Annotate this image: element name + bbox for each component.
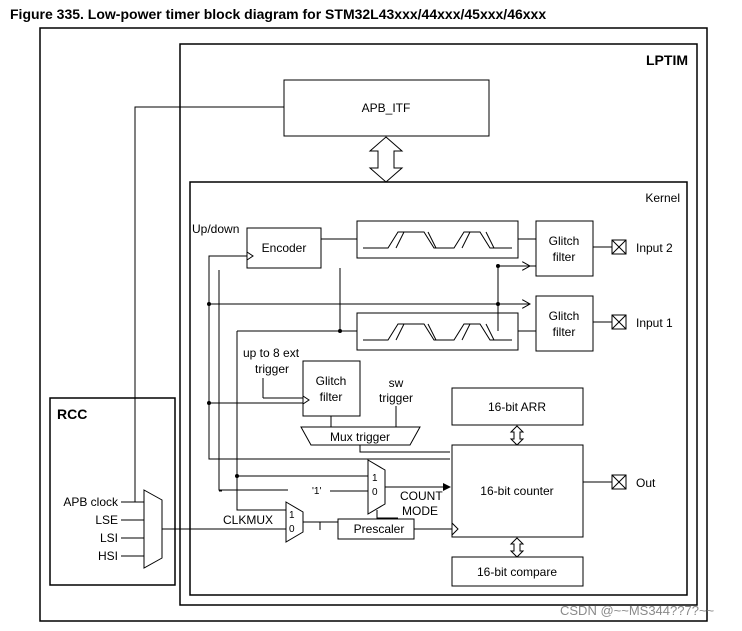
counter-label: 16-bit counter [480,484,553,498]
apb-itf-label: APB_ITF [362,101,411,115]
count-mux-in0: 0 [372,487,378,498]
rcc-clock-wires [121,501,144,557]
rcc-clock-mux [143,489,163,569]
lptim-frame [179,43,698,606]
figure-title: Figure 335. Low-power timer block diagra… [10,6,547,22]
glitch-filter-input2-line2: filter [553,250,576,264]
prescaler-label: Prescaler [354,522,405,536]
sw-trigger-line1: sw [389,376,404,390]
ext-trigger-line1: up to 8 ext [243,346,300,360]
glitch-filter-input1-line2: filter [553,325,576,339]
count-mode-mux [367,459,386,515]
glitch-filter-trigger-line1: Glitch [316,374,347,388]
clkmux-label: CLKMUX [223,513,273,527]
edge-detector-input1-waveform [363,323,512,341]
rcc-clock-lse: LSE [95,513,118,527]
count-mode-line1: COUNT [400,489,443,503]
glitch-filter-input2 [535,220,594,277]
sw-trigger-line2: trigger [379,391,413,405]
input2-label: Input 2 [636,241,673,255]
edge-detector-input1 [356,312,519,351]
count-mode-line2: MODE [402,504,438,518]
edge-detector-input2 [356,220,519,259]
count-mux-in1: 1 [372,473,378,484]
apb-clock-wire [134,106,284,502]
arr-counter-arrow [509,425,525,446]
out-label: Out [636,476,656,490]
glitch-filter-trigger-line2: filter [320,390,343,404]
clkmux [285,501,304,543]
rcc-frame [49,397,176,586]
glitch-filter-input2-line1: Glitch [549,234,580,248]
junction-dots [207,264,500,478]
kernel-label: Kernel [645,191,680,205]
glitch-filter-input1-line1: Glitch [549,309,580,323]
input-path-wires [208,238,536,511]
bus-double-arrow [368,136,404,183]
input1-label: Input 1 [636,316,673,330]
compare-block [451,556,584,587]
encoder-clock-wedge [246,251,254,261]
up-down-label: Up/down [192,222,239,236]
rcc-clock-hsi: HSI [98,549,118,563]
counter-block [451,444,584,538]
arr-block [451,387,584,426]
glitch-filter-input1 [535,295,594,352]
watermark: CSDN @~~MS344??7?~~ [560,603,715,618]
encoder-block [246,227,322,269]
compare-label: 16-bit compare [477,565,557,579]
glitch-filter-trigger [302,360,361,417]
arr-label: 16-bit ARR [488,400,546,414]
lptim-label: LPTIM [646,52,688,68]
ext-trigger-line2: trigger [255,362,289,376]
rcc-clock-apb: APB clock [63,495,119,509]
clkmux-in0: 0 [289,524,295,535]
clkmux-in1: 1 [289,510,295,521]
mux-trigger-label: Mux trigger [330,430,390,444]
edge-detector-input2-waveform [363,231,512,249]
apb-itf-block [283,79,490,137]
const-one-label: '1' [312,486,321,497]
rcc-label: RCC [57,406,87,422]
mux-trigger [300,426,421,446]
compare-counter-arrow [509,537,525,558]
encoder-label: Encoder [262,241,307,255]
kernel-frame [189,181,688,596]
outer-border [39,27,708,622]
rcc-clock-lsi: LSI [100,531,118,545]
